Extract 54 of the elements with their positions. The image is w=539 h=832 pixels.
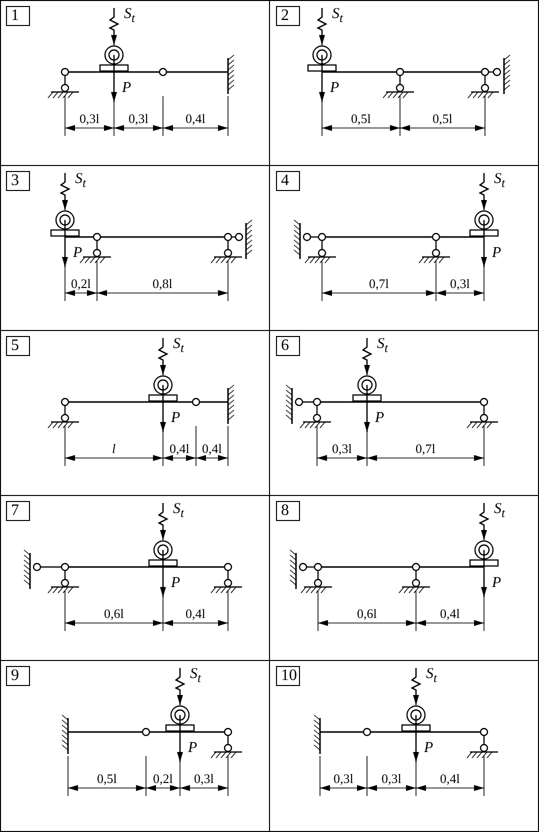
scheme-number: 7	[6, 501, 30, 521]
dimension-label: 0,3l	[128, 112, 148, 126]
force-label: S$_{t}$	[494, 501, 505, 521]
dimension-label: 0,4l	[440, 607, 460, 621]
dimension-label: 0,8l	[152, 277, 172, 291]
force-label: S$_{t}$	[332, 6, 343, 26]
force-label: S$_{t}$	[173, 336, 184, 356]
force-label: S$_{t}$	[426, 666, 437, 686]
force-label: S$_{t}$	[494, 171, 505, 191]
scheme-number: 2	[276, 6, 300, 26]
load-label: P	[492, 245, 502, 261]
load-label: P	[375, 410, 384, 426]
dimension-label: 0,3l	[382, 772, 402, 786]
load-label: P	[492, 575, 502, 591]
load-label: P	[73, 245, 82, 261]
scheme-number: 5	[6, 336, 30, 356]
scheme-number: 8	[276, 501, 300, 521]
dimension-label: 0,5l	[351, 112, 371, 126]
dimension-label: 0,4l	[186, 607, 206, 621]
dimension-label: 0,2l	[71, 277, 91, 291]
dimension-label: 0,3l	[332, 442, 352, 456]
load-label: P	[171, 575, 180, 591]
load-label: P	[424, 740, 434, 756]
load-label: P	[330, 80, 340, 96]
dimension-label: 0,2l	[153, 772, 173, 786]
load-label: P	[171, 410, 180, 426]
load-label: P	[188, 740, 198, 756]
scheme-number: 3	[6, 171, 30, 191]
dimension-label: 0,6l	[104, 607, 124, 621]
dimension-label: 0,3l	[334, 772, 354, 786]
dimension-label: 0,5l	[97, 772, 117, 786]
dimension-label: 0,7l	[369, 277, 389, 291]
dimension-label: 0,7l	[416, 442, 436, 456]
force-label: S$_{t}$	[190, 666, 201, 686]
dimension-label: 0,3l	[194, 772, 214, 786]
dimension-label: 0,4l	[202, 442, 222, 456]
force-label: S$_{t}$	[377, 336, 388, 356]
scheme-number: 1	[6, 6, 30, 26]
scheme-number: 9	[6, 666, 30, 686]
dimension-label: 0,5l	[432, 112, 452, 126]
force-label: S$_{t}$	[75, 171, 86, 191]
dimension-label: 0,4l	[440, 772, 460, 786]
force-label: S$_{t}$	[173, 501, 184, 521]
dimension-label: 0,4l	[186, 112, 206, 126]
scheme-number: 10	[276, 666, 300, 686]
dimension-label: 0,6l	[357, 607, 377, 621]
scheme-number: 6	[276, 336, 300, 356]
dimension-label: l	[112, 442, 116, 456]
force-label: S$_{t}$	[124, 6, 135, 26]
load-label: P	[122, 80, 132, 96]
scheme-number: 4	[276, 171, 300, 191]
dimension-label: 0,4l	[170, 442, 190, 456]
dimension-label: 0,3l	[450, 277, 470, 291]
dimension-label: 0,3l	[80, 112, 100, 126]
